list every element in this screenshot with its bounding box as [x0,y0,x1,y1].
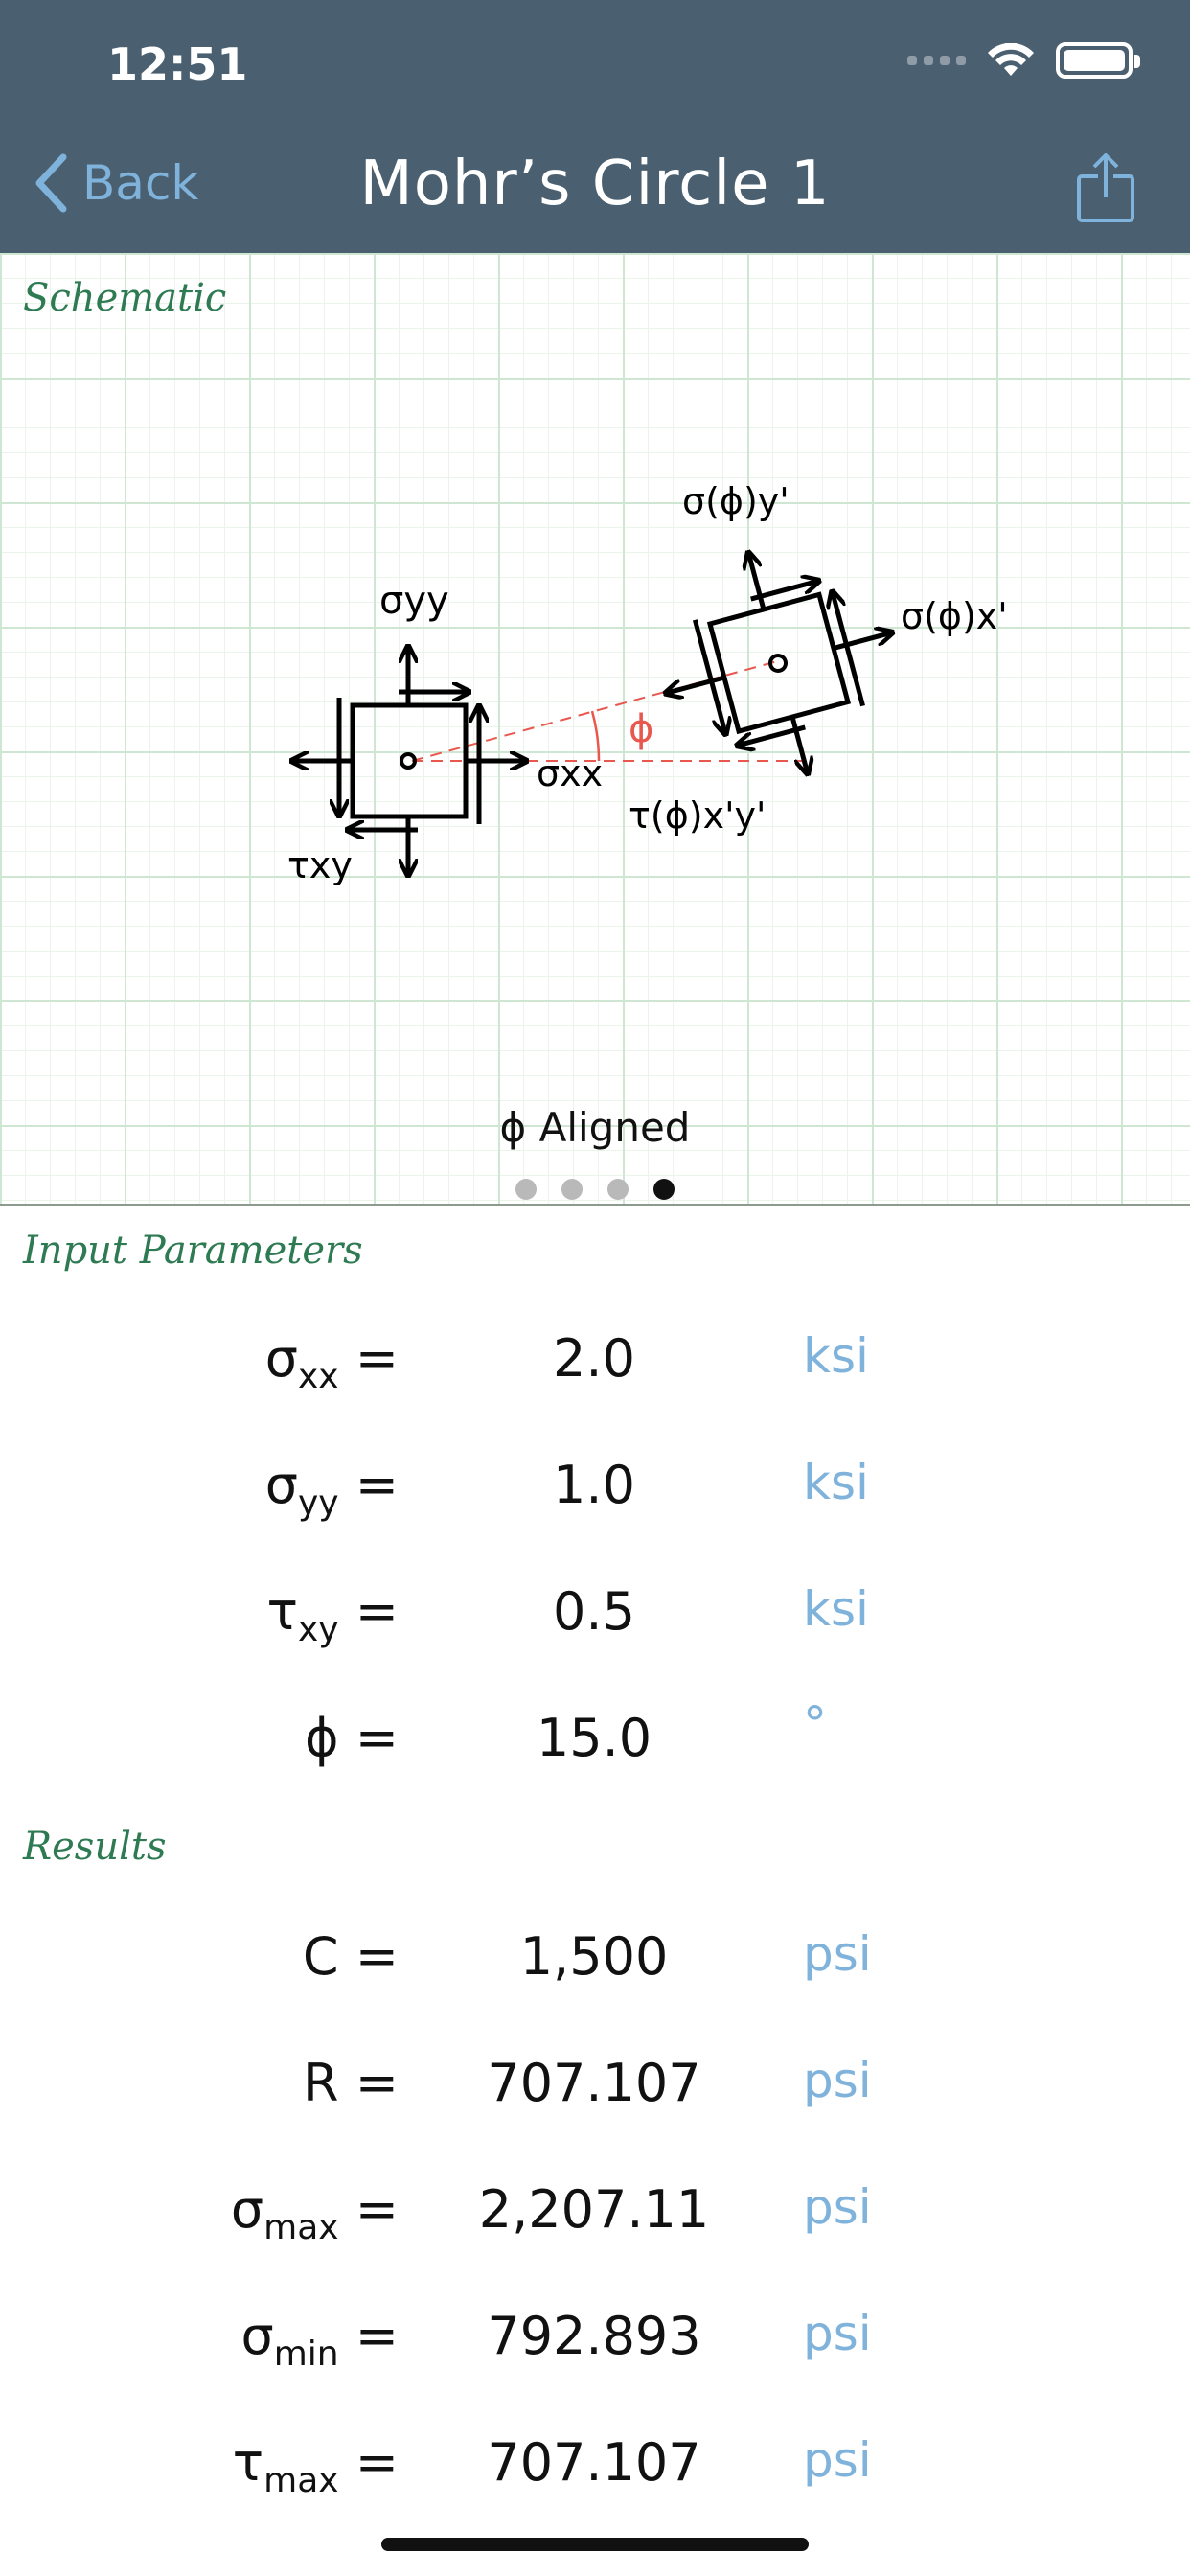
result-label: R = [303,2053,399,2113]
phi-input[interactable]: 15.0 [536,1708,652,1768]
result-row-c: C = 1,500 psi [0,1905,1190,2011]
chevron-left-icon [35,153,67,213]
param-label: σxx = [264,1328,399,1396]
nav-header: 12:51 Back Mohr’s Circle 1 [0,0,1190,253]
input-row-tau-xy: τxy = 0.5 ksi [0,1560,1190,1666]
sigma-yy-unit-button[interactable]: ksi [803,1455,869,1510]
input-row-sigma-yy: σyy = 1.0 ksi [0,1434,1190,1539]
label-tau-xy: τxy [287,844,353,886]
share-icon[interactable] [1075,151,1136,222]
rotated-reference-line [411,659,782,762]
label-sigma-x-prime: σ(ϕ)x' [901,595,1008,637]
sigma-min-unit-button[interactable]: psi [803,2306,872,2361]
result-label: C = [302,1926,399,1987]
back-button[interactable]: Back [34,153,198,213]
result-row-sigma-max: σmax = 2,207.11 psi [0,2158,1190,2264]
sigma-max-unit-button[interactable]: psi [803,2179,872,2235]
param-label: σyy = [264,1455,399,1523]
tau-xy-input[interactable]: 0.5 [553,1581,635,1642]
battery-icon [1056,42,1140,79]
original-stress-element [293,648,525,874]
page-title: Mohr’s Circle 1 [359,149,831,219]
page-dot-1[interactable] [515,1179,537,1200]
result-row-r: R = 707.107 psi [0,2032,1190,2137]
result-value-c: 1,500 [519,1926,669,1987]
sigma-xx-input[interactable]: 2.0 [553,1328,635,1389]
param-label: τxy = [266,1581,399,1649]
stress-element-diagram: σyy σxx τxy σ(ϕ)y' σ(ϕ)x' τ(ϕ)x'y' ϕ [287,480,1008,886]
r-unit-button[interactable]: psi [803,2053,872,2108]
result-label: σmax = [230,2179,399,2247]
label-phi: ϕ [629,707,653,751]
tau-xy-unit-button[interactable]: ksi [803,1581,869,1637]
result-row-sigma-min: σmin = 792.893 psi [0,2285,1190,2390]
rotated-stress-element [638,523,921,802]
schematic-section-title: Schematic [23,276,227,320]
c-unit-button[interactable]: psi [803,1926,872,1982]
wifi-icon [988,43,1034,76]
cellular-signal-icon [907,56,966,65]
phi-unit-button[interactable]: ° [803,1696,827,1752]
results-section-title: Results [23,1825,167,1869]
page-dot-3[interactable] [607,1179,629,1200]
inputs-section-title: Input Parameters [23,1229,363,1273]
label-sigma-xx: σxx [537,752,603,794]
sigma-xx-unit-button[interactable]: ksi [803,1328,869,1384]
schematic-panel[interactable]: σyy σxx τxy σ(ϕ)y' σ(ϕ)x' τ(ϕ)x'y' ϕ Sch… [0,253,1190,1206]
sigma-yy-input[interactable]: 1.0 [553,1455,635,1515]
result-row-tau-max: τmax = 707.107 psi [0,2411,1190,2517]
page-dot-2[interactable] [561,1179,583,1200]
result-value-sigma-min: 792.893 [487,2306,701,2366]
label-sigma-y-prime: σ(ϕ)y' [682,480,790,522]
input-row-phi: ϕ = 15.0 ° [0,1687,1190,1792]
result-value-tau-max: 707.107 [487,2432,701,2493]
input-row-sigma-xx: σxx = 2.0 ksi [0,1307,1190,1413]
home-indicator[interactable] [381,2538,809,2551]
label-sigma-yy: σyy [379,579,449,623]
result-label: τmax = [232,2432,399,2500]
phi-arc [590,710,601,762]
schematic-caption: ϕ Aligned [499,1104,691,1151]
result-value-r: 707.107 [487,2053,701,2113]
page-indicator[interactable] [0,1179,1190,1200]
result-label: σmin = [240,2306,399,2374]
page-dot-4-active[interactable] [653,1179,675,1200]
result-value-sigma-max: 2,207.11 [478,2179,710,2240]
status-icons [907,42,1140,79]
tau-max-unit-button[interactable]: psi [803,2432,872,2488]
back-label: Back [82,155,199,211]
param-label: ϕ = [304,1708,399,1768]
label-tau-xy-prime: τ(ϕ)x'y' [629,794,766,837]
status-time: 12:51 [107,38,248,90]
